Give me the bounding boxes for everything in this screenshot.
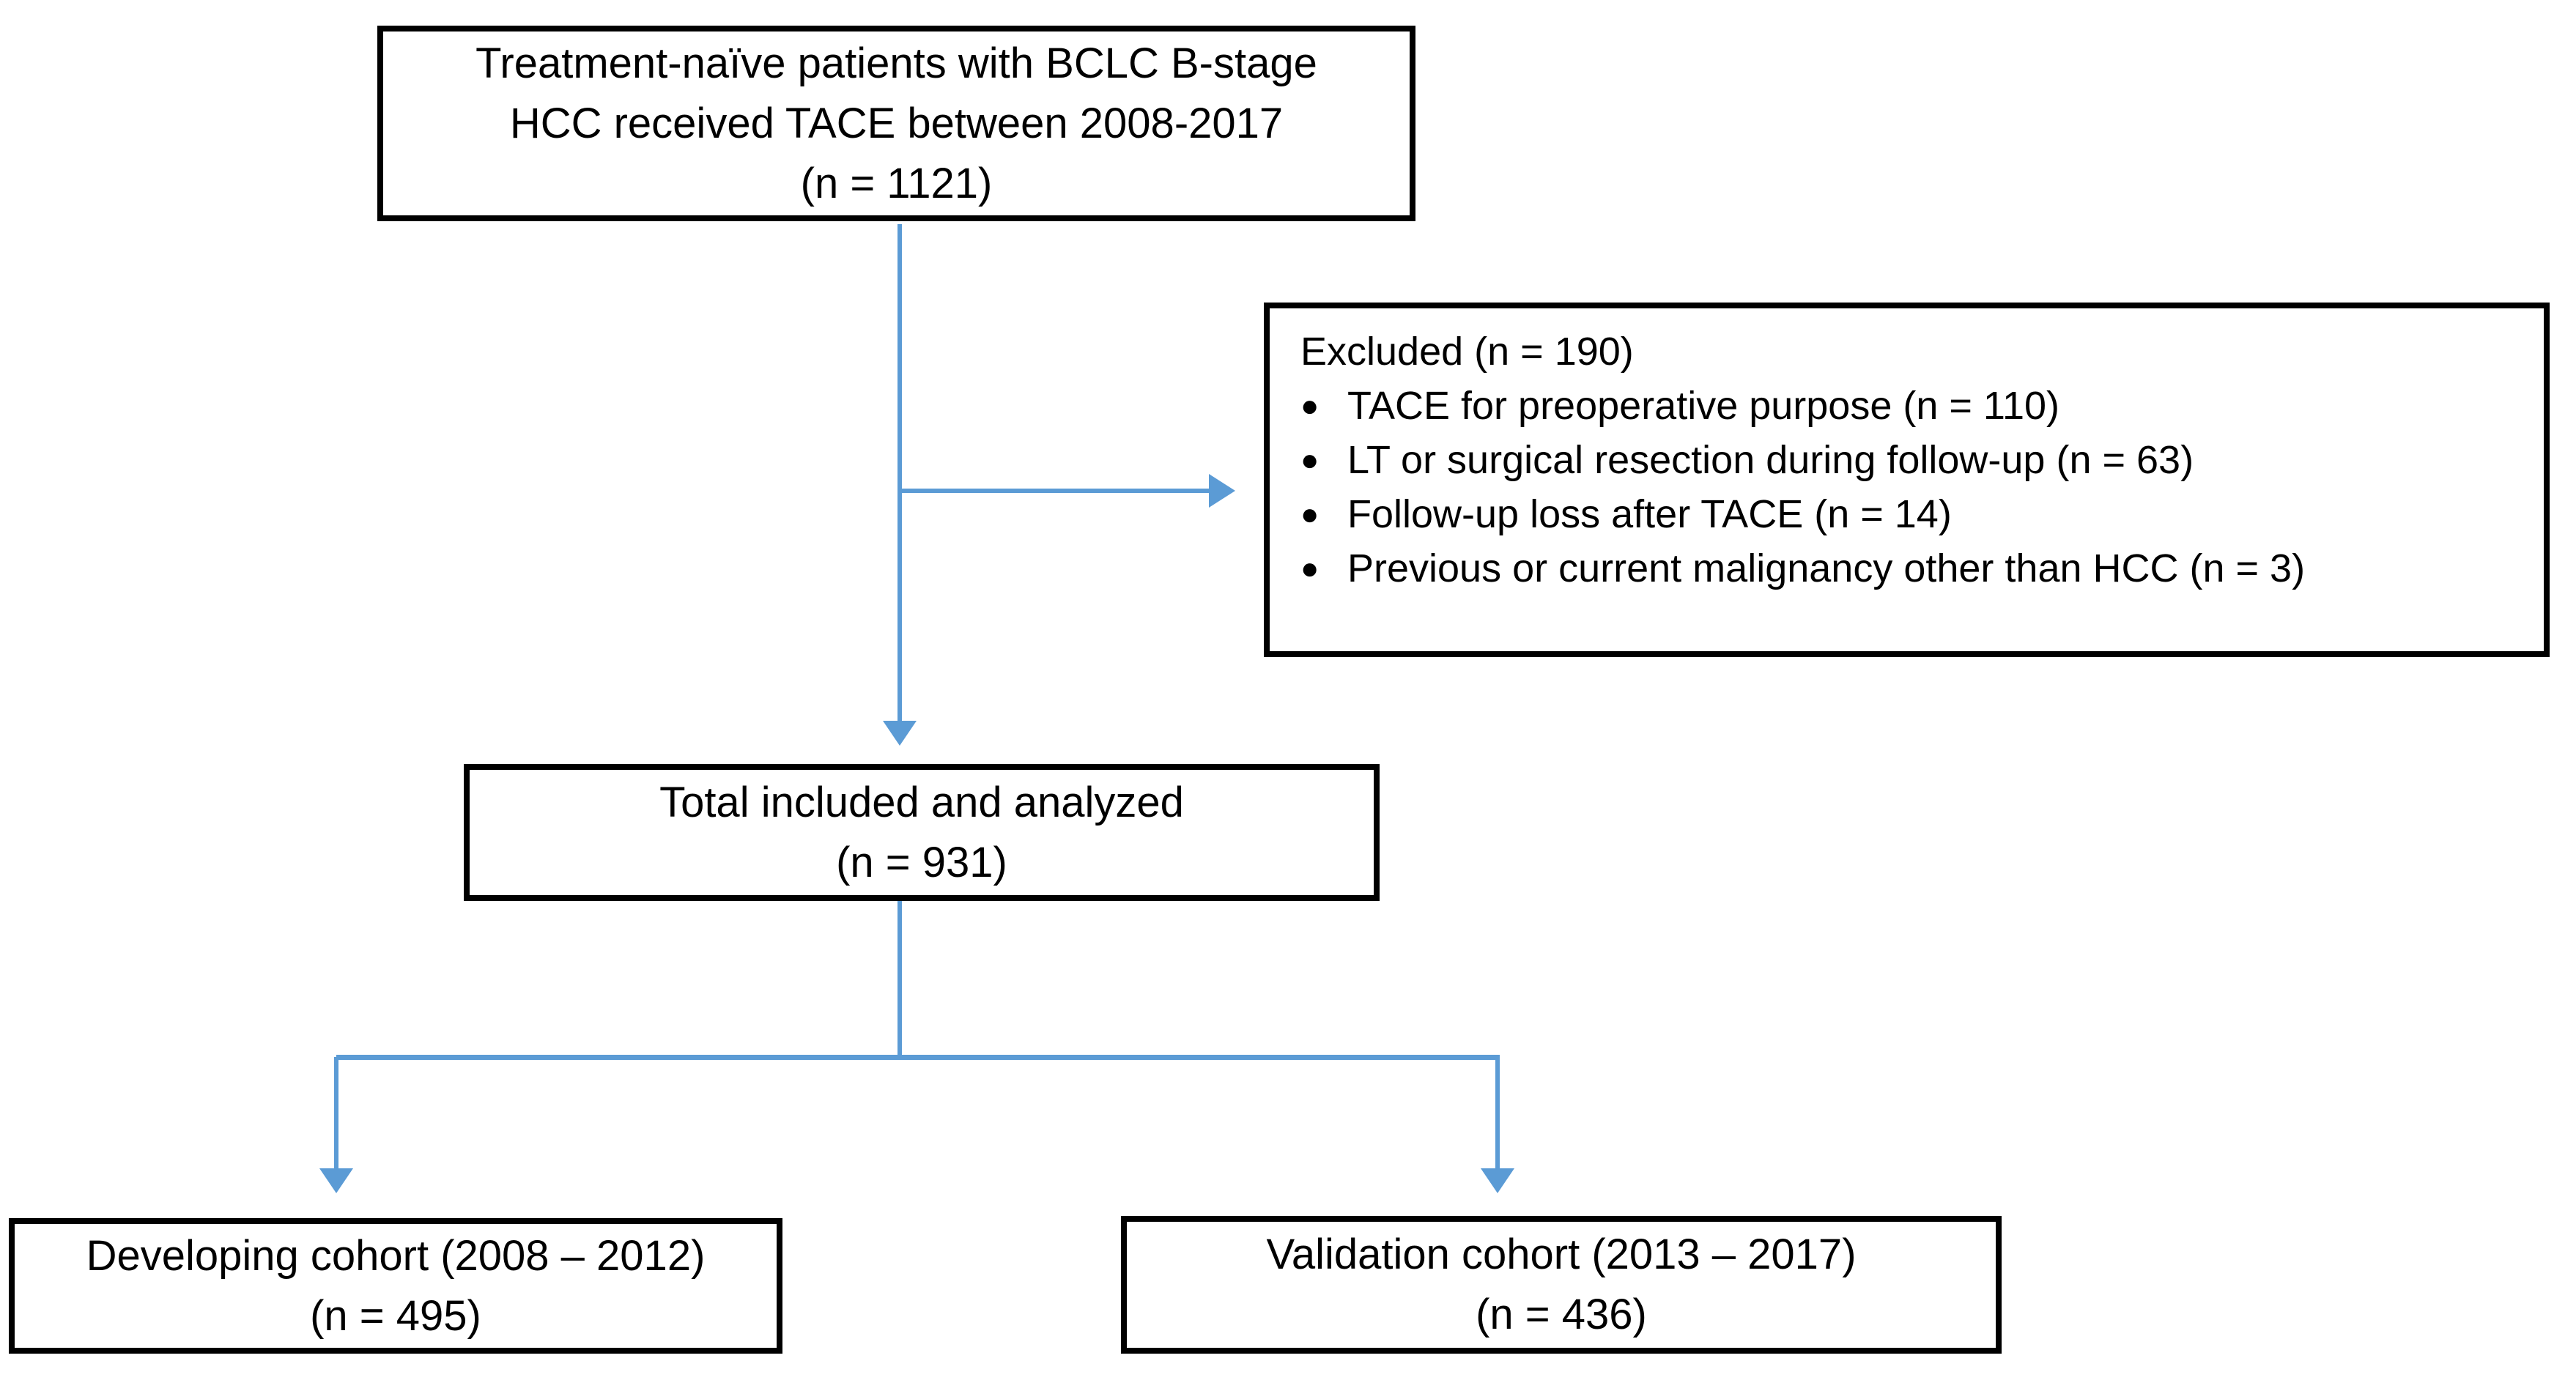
validation-box-line: Validation cohort (2013 – 2017) (1266, 1231, 1857, 1278)
top-population-box: Treatment-naïve patients with BCLC B-sta… (377, 26, 1415, 221)
bullet-icon: ● (1300, 388, 1320, 423)
connector-top-to-total (897, 224, 902, 722)
connector-branch-excluded (897, 489, 1210, 493)
bullet-icon: ● (1300, 442, 1320, 477)
developing-cohort-box: Developing cohort (2008 – 2012) (n = 495… (9, 1218, 782, 1354)
connector-split-to-developing (334, 1057, 338, 1170)
excluded-title: Excluded (n = 190) (1300, 330, 1634, 374)
total-included-box: Total included and analyzed (n = 931) (464, 764, 1380, 901)
total-box-line: (n = 931) (836, 838, 1007, 886)
excluded-item-text: Follow-up loss after TACE (n = 14) (1347, 492, 1952, 536)
arrow-down-icon (319, 1168, 353, 1193)
arrow-down-icon (883, 721, 917, 746)
total-box-line: Total included and analyzed (659, 778, 1184, 826)
connector-total-to-split (897, 901, 902, 1059)
excluded-item: ● TACE for preoperative purpose (n = 110… (1300, 379, 2522, 433)
connector-split-bar (336, 1055, 1500, 1060)
excluded-item: ● Follow-up loss after TACE (n = 14) (1300, 487, 2522, 541)
arrow-right-icon (1209, 474, 1235, 508)
excluded-box: Excluded (n = 190) ● TACE for preoperati… (1264, 303, 2550, 657)
bullet-icon: ● (1300, 551, 1320, 585)
top-box-line: Treatment-naïve patients with BCLC B-sta… (475, 39, 1317, 87)
validation-cohort-box: Validation cohort (2013 – 2017) (n = 436… (1121, 1216, 2002, 1354)
bullet-icon: ● (1300, 497, 1320, 531)
connector-split-to-validation (1495, 1057, 1500, 1170)
excluded-item: ● Previous or current malignancy other t… (1300, 541, 2522, 596)
developing-box-line: (n = 495) (310, 1291, 481, 1340)
validation-box-line: (n = 436) (1476, 1291, 1647, 1338)
excluded-item: ● LT or surgical resection during follow… (1300, 433, 2522, 487)
excluded-item-text: Previous or current malignancy other tha… (1347, 546, 2306, 590)
excluded-item-text: TACE for preoperative purpose (n = 110) (1347, 384, 2059, 428)
top-box-line: HCC received TACE between 2008-2017 (509, 99, 1284, 147)
excluded-item-text: LT or surgical resection during follow-u… (1347, 438, 2194, 482)
developing-box-line: Developing cohort (2008 – 2012) (86, 1231, 706, 1280)
top-box-line: (n = 1121) (800, 159, 993, 207)
arrow-down-icon (1481, 1168, 1514, 1193)
